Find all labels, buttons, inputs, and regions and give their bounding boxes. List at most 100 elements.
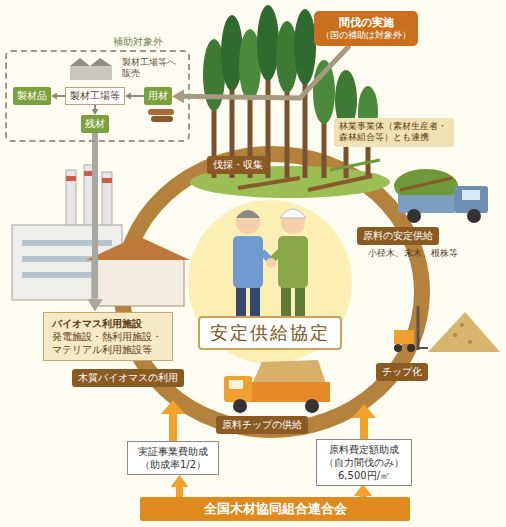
handshake-people <box>266 258 276 268</box>
flow-arrow <box>176 487 183 497</box>
log-truck <box>394 169 488 223</box>
handshake-people <box>236 286 246 316</box>
stage-tag: 原料の安定供給 <box>357 227 439 245</box>
chip-truck <box>233 399 247 413</box>
forest-illustration <box>257 5 279 81</box>
node-text: 原料費定額助成 （自力間伐のみ） <box>322 443 406 469</box>
subsidy-box: 実証事業費助成 （助成率1/2） <box>127 441 219 475</box>
log-truck <box>407 209 421 223</box>
chip-pile <box>468 340 472 344</box>
chip-truck <box>224 360 330 413</box>
chip-truck <box>305 399 319 413</box>
log-truck <box>467 209 481 223</box>
chip-truck <box>250 382 330 402</box>
node-text: 間伐の実施 <box>321 15 411 30</box>
handshake-people <box>278 236 308 288</box>
agreement-box: 安定供給協定 <box>198 316 342 350</box>
stage-tag: チップ化 <box>376 363 428 381</box>
biomass-plant <box>12 165 190 306</box>
node-text: 製材品 <box>17 89 47 103</box>
handshake-people <box>280 209 306 218</box>
stage-tag: 伐採・収集 <box>207 156 269 174</box>
node-text: 安定供給協定 <box>210 321 330 345</box>
chip-truck <box>224 376 252 402</box>
node-text: 発電施設・熱利用施設・マテリアル利用施設等 <box>52 330 164 356</box>
facility-box: バイオマス利用施設発電施設・熱利用施設・マテリアル利用施設等 <box>43 312 173 361</box>
chip-pile <box>428 312 500 352</box>
sales-note: 製材工場等へ販売 <box>122 57 180 79</box>
handshake-people <box>233 209 308 316</box>
flow-arrow <box>92 133 98 299</box>
forest-illustration <box>238 178 300 188</box>
node-text: 実証事業費助成 （助成率1/2） <box>133 445 213 471</box>
forklift <box>418 347 428 349</box>
handshake-people <box>250 286 260 316</box>
forest-illustration <box>308 176 372 190</box>
forklift <box>417 306 420 350</box>
chip-truck <box>252 360 326 384</box>
forklift <box>394 330 414 344</box>
federation-band: 全国木材協同組合連合会 <box>140 497 410 521</box>
thinning-box: 間伐の実施（国の補助は対象外） <box>314 11 418 46</box>
node-text: （国の補助は対象外） <box>321 30 411 42</box>
handshake-people <box>233 236 263 288</box>
chip-pile <box>428 312 500 352</box>
material-note: 小径木、末木、根株等 <box>368 248 458 260</box>
node-text: 原料チップの供給 <box>222 418 302 432</box>
product-box: 製材品 <box>13 87 51 105</box>
log-icon <box>151 116 173 122</box>
chip-pile <box>460 323 464 327</box>
forklift <box>407 344 415 352</box>
forklift <box>394 306 428 352</box>
forestry-box: 林業事業体（素材生産者・森林組合等）とも連携 <box>334 118 454 147</box>
node-text: 原料の安定供給 <box>363 229 433 243</box>
log-icon <box>148 109 174 115</box>
biomass-plant <box>102 178 112 183</box>
node-text: 補助対象外 <box>113 35 163 49</box>
stage-tag: 木質バイオマスの利用 <box>72 369 184 387</box>
sawmill-icon <box>70 58 112 80</box>
forest-illustration <box>294 9 316 85</box>
sawmill-icon <box>70 66 112 80</box>
log-icon <box>148 109 174 122</box>
biomass-plant <box>92 258 184 306</box>
node-text: チップ化 <box>382 365 422 379</box>
stage-tag: 原料チップの供給 <box>216 416 308 434</box>
subsidy-box: 原料費定額助成 （自力間伐のみ）6,500円/㎥ <box>316 439 412 486</box>
biomass-plant <box>66 176 76 181</box>
node-text: 全国木材協同組合連合会 <box>204 500 347 518</box>
timber-box: 用材 <box>144 87 172 105</box>
node-text: 製材工場等 <box>70 89 120 103</box>
node-text: バイオマス利用施設 <box>52 317 164 330</box>
subsidy-arrow <box>169 412 177 442</box>
subsidy-arrow <box>161 400 376 442</box>
forklift <box>394 344 402 352</box>
residue-box: 残材 <box>81 115 109 133</box>
log-truck <box>454 186 488 213</box>
node-text: 伐採・収集 <box>213 158 263 172</box>
chip-truck <box>229 380 243 389</box>
chip-pile <box>453 333 457 337</box>
flow-arrow <box>57 95 65 97</box>
log-truck <box>398 195 454 213</box>
node-text: 残材 <box>85 117 105 131</box>
forest-illustration <box>330 160 380 170</box>
handshake-people <box>281 210 305 234</box>
node-text: 6,500円/㎥ <box>322 469 406 482</box>
log-truck <box>400 178 452 190</box>
handshake-people <box>236 210 260 218</box>
log-truck <box>462 190 480 200</box>
biomass-plant <box>86 236 190 260</box>
node-text: 用材 <box>148 89 168 103</box>
subsidy-arrow <box>161 400 185 414</box>
flow-arrow <box>184 46 350 99</box>
node-text: 木質バイオマスの利用 <box>78 371 178 385</box>
subsidy-arrow <box>352 404 376 418</box>
handshake-people <box>295 286 305 316</box>
flow-arrow <box>131 95 144 97</box>
node-text: 林業事業体（素材生産者・森林組合等）とも連携 <box>339 121 449 144</box>
agreement-circle <box>188 200 352 364</box>
